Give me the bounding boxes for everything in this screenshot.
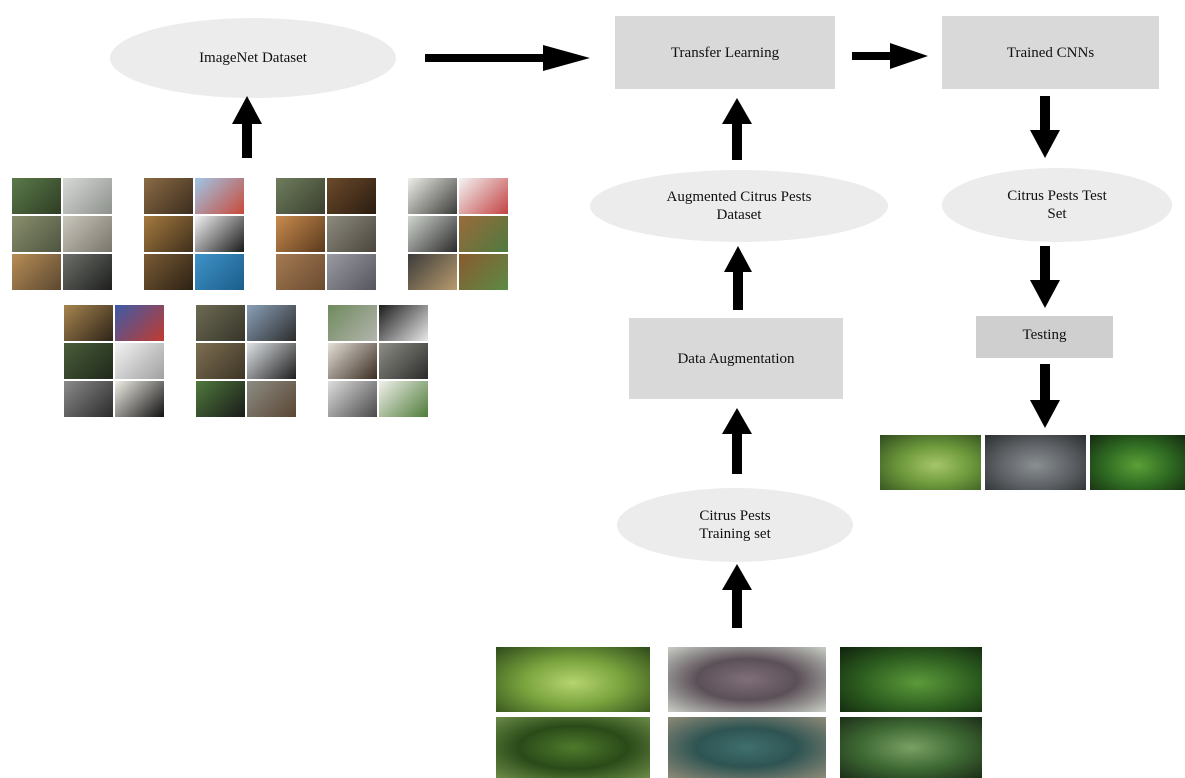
testing-label: Testing xyxy=(1022,327,1067,343)
animal-photo xyxy=(196,343,245,379)
citrus-leaf-photo xyxy=(840,647,982,712)
animal-photo xyxy=(276,178,325,214)
citrus-leaf-photo xyxy=(668,717,826,778)
animal-photo xyxy=(276,216,325,252)
animal-photo xyxy=(115,343,164,379)
animal-photo xyxy=(327,178,376,214)
citrus-leaf-photo xyxy=(840,717,982,778)
animal-photo xyxy=(12,178,61,214)
animal-photo xyxy=(328,343,377,379)
animal-photo xyxy=(247,381,296,417)
citrus-leaf-photo xyxy=(496,647,650,712)
animal-photo xyxy=(247,343,296,379)
training-set-node: Citrus Pests Training set xyxy=(617,488,853,562)
data-augmentation-node: Data Augmentation xyxy=(629,318,843,399)
data-augmentation-label: Data Augmentation xyxy=(677,350,795,367)
transfer-learning-label: Transfer Learning xyxy=(670,44,780,61)
transfer-learning-node: Transfer Learning xyxy=(615,16,835,89)
imagenet-grid-1 xyxy=(12,178,112,290)
arrow-augmented-to-transfer xyxy=(722,98,752,160)
animal-photo xyxy=(379,381,428,417)
animal-photo xyxy=(12,254,61,290)
animal-photo xyxy=(195,216,244,252)
animal-photo xyxy=(247,305,296,341)
imagenet-dataset-label: ImageNet Dataset xyxy=(199,50,307,66)
animal-photo xyxy=(64,305,113,341)
test-set-label: Citrus Pests Test Set xyxy=(1007,188,1107,222)
animal-photo xyxy=(64,381,113,417)
arrow-transfer-to-trained xyxy=(852,43,928,69)
imagenet-grid-6 xyxy=(196,305,296,417)
trained-cnns-node: Trained CNNs xyxy=(942,16,1159,89)
arrow-testing-to-images xyxy=(1030,364,1060,428)
animal-photo xyxy=(195,178,244,214)
animal-photo xyxy=(327,216,376,252)
animal-photo xyxy=(459,178,508,214)
animal-photo xyxy=(144,178,193,214)
animal-photo xyxy=(459,216,508,252)
animal-photo xyxy=(328,381,377,417)
animal-photo xyxy=(115,381,164,417)
arrow-images-to-training xyxy=(722,564,752,628)
animal-photo xyxy=(63,178,112,214)
animal-photo xyxy=(276,254,325,290)
animal-photo xyxy=(408,216,457,252)
animal-photo xyxy=(195,254,244,290)
arrow-trained-to-testset xyxy=(1030,96,1060,158)
arrow-imagenet-to-transfer xyxy=(425,45,590,71)
animal-photo xyxy=(63,254,112,290)
augmented-dataset-label: Augmented Citrus Pests Dataset xyxy=(666,189,812,223)
augmented-dataset-node: Augmented Citrus Pests Dataset xyxy=(590,170,888,242)
trained-cnns-label: Trained CNNs xyxy=(1006,44,1095,61)
animal-photo xyxy=(12,216,61,252)
animal-photo xyxy=(144,254,193,290)
training-set-label: Citrus Pests Training set xyxy=(699,508,771,542)
animal-photo xyxy=(115,305,164,341)
animal-photo xyxy=(327,254,376,290)
animal-photo xyxy=(196,305,245,341)
testing-node: Testing xyxy=(976,316,1113,358)
citrus-leaf-photo xyxy=(496,717,650,778)
imagenet-grid-3 xyxy=(276,178,376,290)
animal-photo xyxy=(379,305,428,341)
animal-photo xyxy=(408,178,457,214)
imagenet-dataset-node: ImageNet Dataset xyxy=(110,18,396,98)
test-set-node: Citrus Pests Test Set xyxy=(942,168,1172,242)
arrow-dataaug-to-augmented xyxy=(724,246,752,310)
animal-photo xyxy=(328,305,377,341)
animal-photo xyxy=(144,216,193,252)
arrow-images-to-imagenet xyxy=(232,96,262,158)
animal-photo xyxy=(379,343,428,379)
animal-photo xyxy=(196,381,245,417)
imagenet-grid-7 xyxy=(328,305,428,417)
imagenet-grid-2 xyxy=(144,178,244,290)
arrow-testset-to-testing xyxy=(1030,246,1060,308)
citrus-leaf-photo xyxy=(1090,435,1185,490)
citrus-leaf-photo xyxy=(985,435,1086,490)
imagenet-grid-4 xyxy=(408,178,508,290)
citrus-leaf-photo xyxy=(880,435,981,490)
animal-photo xyxy=(408,254,457,290)
animal-photo xyxy=(459,254,508,290)
arrow-training-to-dataaug xyxy=(722,408,752,474)
animal-photo xyxy=(63,216,112,252)
citrus-leaf-photo xyxy=(668,647,826,712)
imagenet-grid-5 xyxy=(64,305,164,417)
animal-photo xyxy=(64,343,113,379)
